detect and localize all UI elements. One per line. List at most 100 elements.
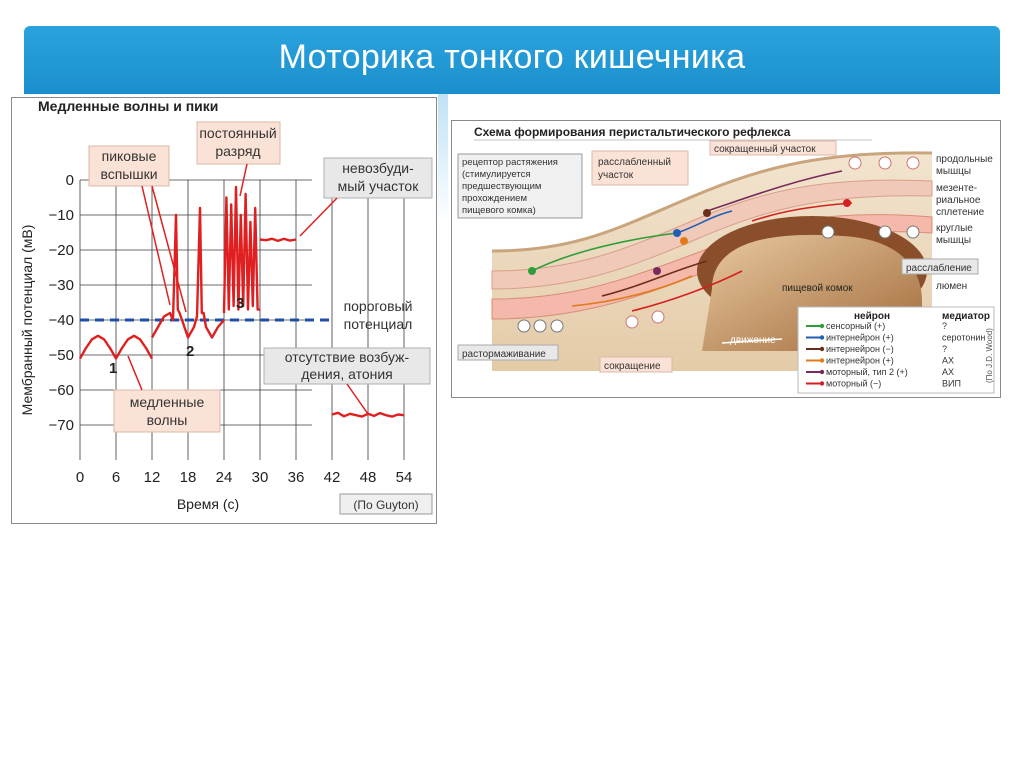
interneuron-body-3 bbox=[680, 237, 688, 245]
spike-bursts-label-2: вспышки bbox=[100, 166, 157, 182]
pointer-slow-waves bbox=[127, 355, 143, 391]
sensory-neuron bbox=[531, 232, 678, 272]
peristaltic-reflex-figure: Схема формирования перистальтического ре… bbox=[451, 120, 1001, 398]
marker-1: 1 bbox=[109, 360, 117, 377]
receptor-line-5: пищевого комка) bbox=[462, 205, 536, 216]
legend-swatch-dot bbox=[819, 346, 825, 352]
pointer-nonexcitable bbox=[299, 197, 338, 237]
interneuron-body-1 bbox=[673, 229, 681, 237]
pointer-discharge bbox=[239, 163, 248, 197]
y-tick-label: −60 bbox=[49, 382, 74, 399]
constant-discharge-label-2: разряд bbox=[215, 143, 260, 159]
left-source: (По Guyton) bbox=[353, 498, 418, 512]
right-source: (По J.D. Wood) bbox=[985, 328, 994, 383]
annotation-pointers bbox=[127, 163, 369, 415]
plus-sign-1 bbox=[848, 156, 862, 170]
legend-swatch-dot bbox=[819, 335, 825, 340]
nonexcitable-box bbox=[323, 157, 433, 199]
receptor-box bbox=[457, 153, 583, 219]
interneuron-inhibitory bbox=[601, 260, 708, 297]
x-tick-label: 36 bbox=[288, 469, 305, 486]
x-tick-label: 0 bbox=[76, 469, 84, 486]
x-tick-label: 48 bbox=[360, 469, 377, 486]
plus-sign-3 bbox=[906, 156, 920, 170]
y-tick-label: −10 bbox=[49, 207, 74, 224]
contracted-box bbox=[709, 140, 837, 156]
contracted-label: сокращенный участок bbox=[714, 144, 816, 155]
disinhibition-label: растормаживание bbox=[462, 349, 546, 360]
receptor-label: рецептор растяжения (стимулируется предш… bbox=[462, 157, 558, 216]
longitudinal-muscle-layer bbox=[491, 179, 933, 290]
x-tick-label: 30 bbox=[252, 469, 269, 486]
legend-swatch-dot bbox=[819, 358, 825, 363]
sensory-neuron-body bbox=[528, 267, 536, 275]
disinhibition-box bbox=[457, 344, 559, 361]
legend-mediator-label: серотонин bbox=[942, 333, 985, 343]
banner-accent bbox=[438, 94, 448, 224]
chart-series-1 bbox=[78, 334, 154, 360]
legend-box bbox=[797, 306, 995, 394]
nonexcitable-label-1: невозбуди- bbox=[342, 160, 414, 176]
minus-sign-4 bbox=[517, 319, 531, 333]
chart-series-3 bbox=[222, 185, 260, 314]
relaxed-label-2: участок bbox=[598, 170, 634, 181]
layer-labels: продольные мышцы мезенте- риальное сплет… bbox=[936, 154, 993, 292]
circular-label-1: круглые bbox=[936, 223, 973, 234]
constant-discharge-box bbox=[196, 121, 281, 165]
pointer-atony bbox=[346, 383, 369, 415]
spike-bursts-box bbox=[88, 145, 170, 187]
plexus-label-2: риальное bbox=[936, 195, 981, 206]
legend-neuron-label: сенсорный (+) bbox=[826, 321, 885, 331]
receptor-line-4: прохождением bbox=[462, 193, 527, 204]
interneuron-ach bbox=[571, 275, 693, 307]
legend-neuron-label: моторный (−) bbox=[826, 379, 881, 389]
motor-neuron-type2 bbox=[706, 170, 843, 212]
minus-sign-2 bbox=[878, 225, 892, 239]
source-box bbox=[339, 493, 433, 515]
threshold-label-1: пороговый bbox=[344, 298, 413, 314]
minus-sign-3 bbox=[906, 225, 920, 239]
no-excitation-label-2: дения, атония bbox=[301, 366, 393, 382]
y-axis-label: Мембранный потенциал (мВ) bbox=[19, 225, 35, 416]
lumen-label: люмен bbox=[936, 281, 967, 292]
title-banner: Моторика тонкого кишечника bbox=[24, 26, 1000, 94]
y-tick-label: −50 bbox=[49, 347, 74, 364]
chart-series-4 bbox=[259, 237, 297, 243]
plus-sign-2 bbox=[878, 156, 892, 170]
legend-mediator-label: ? bbox=[942, 321, 947, 331]
y-tick-label: −40 bbox=[49, 312, 74, 329]
x-tick-label: 6 bbox=[112, 469, 120, 486]
legend-neuron-label: интернейрон (+) bbox=[826, 356, 894, 366]
plexus-label-1: мезенте- bbox=[936, 183, 977, 194]
x-tick-label: 24 bbox=[216, 469, 233, 486]
legend-swatch-dot bbox=[819, 369, 825, 375]
legend-neuron-label: моторный, тип 2 (+) bbox=[826, 367, 908, 377]
slow-waves-chart: Медленные волны и пики 0−10−20−30−40−50−… bbox=[19, 98, 433, 515]
interneuron-excitatory bbox=[676, 210, 733, 234]
x-tick-label: 42 bbox=[324, 469, 341, 486]
x-tick-label: 12 bbox=[144, 469, 161, 486]
chart-series-2 bbox=[150, 206, 225, 339]
legend-header-mediator: медиатор bbox=[942, 311, 990, 322]
y-tick-label: −70 bbox=[49, 417, 74, 434]
neuron-paths bbox=[531, 170, 853, 312]
legend-swatch-dot bbox=[819, 381, 825, 386]
y-tick-label: −30 bbox=[49, 277, 74, 294]
legend-mediator-label: ВИП bbox=[942, 379, 961, 389]
relaxed-label-1: расслабленный bbox=[598, 156, 671, 168]
motor-neuron-inhibitory bbox=[631, 202, 853, 312]
legend-mediator-label: АХ bbox=[942, 356, 954, 366]
synapse-signs bbox=[517, 156, 920, 333]
legend-neuron-label: интернейрон (−) bbox=[826, 344, 894, 354]
contraction-label: сокращение bbox=[604, 361, 661, 372]
constant-discharge-label-1: постоянный bbox=[199, 125, 276, 141]
food-bolus-label: пищевой комок bbox=[782, 283, 853, 294]
slide-title: Моторика тонкого кишечника bbox=[278, 38, 746, 76]
x-axis-label: Время (с) bbox=[177, 496, 239, 512]
no-excitation-box bbox=[263, 347, 431, 385]
relaxed-box bbox=[591, 150, 689, 186]
right-figure-title: Схема формирования перистальтического ре… bbox=[474, 125, 791, 139]
outer-wall bbox=[491, 151, 933, 253]
legend-neuron-label: интернейрон (+) bbox=[826, 333, 894, 343]
interneuron-body-2 bbox=[703, 209, 711, 217]
